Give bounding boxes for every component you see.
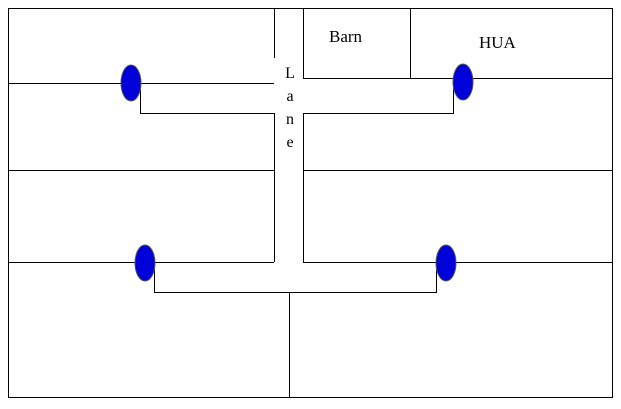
fence-upper-right-funnel (303, 78, 455, 115)
lane-label: L a n e (279, 62, 301, 154)
gate-lower-right[interactable] (435, 244, 457, 282)
lane-letter-3: n (286, 111, 294, 128)
gate-upper-right[interactable] (452, 63, 474, 101)
hua-label: HUA (479, 33, 516, 52)
fence-lower-left-funnel (153, 262, 289, 294)
fence-lower-right-funnel (289, 262, 438, 294)
outer-boundary-fence (7, 7, 614, 399)
gate-upper-left[interactable] (120, 64, 142, 102)
fence-upper-left-funnel (139, 83, 274, 115)
lane-letter-2: a (286, 88, 294, 105)
barn-label: Barn (329, 27, 363, 46)
gate-lower-left[interactable] (134, 244, 156, 282)
lane-letter-4: e (286, 134, 294, 151)
lane-letter-1: L (285, 65, 295, 82)
